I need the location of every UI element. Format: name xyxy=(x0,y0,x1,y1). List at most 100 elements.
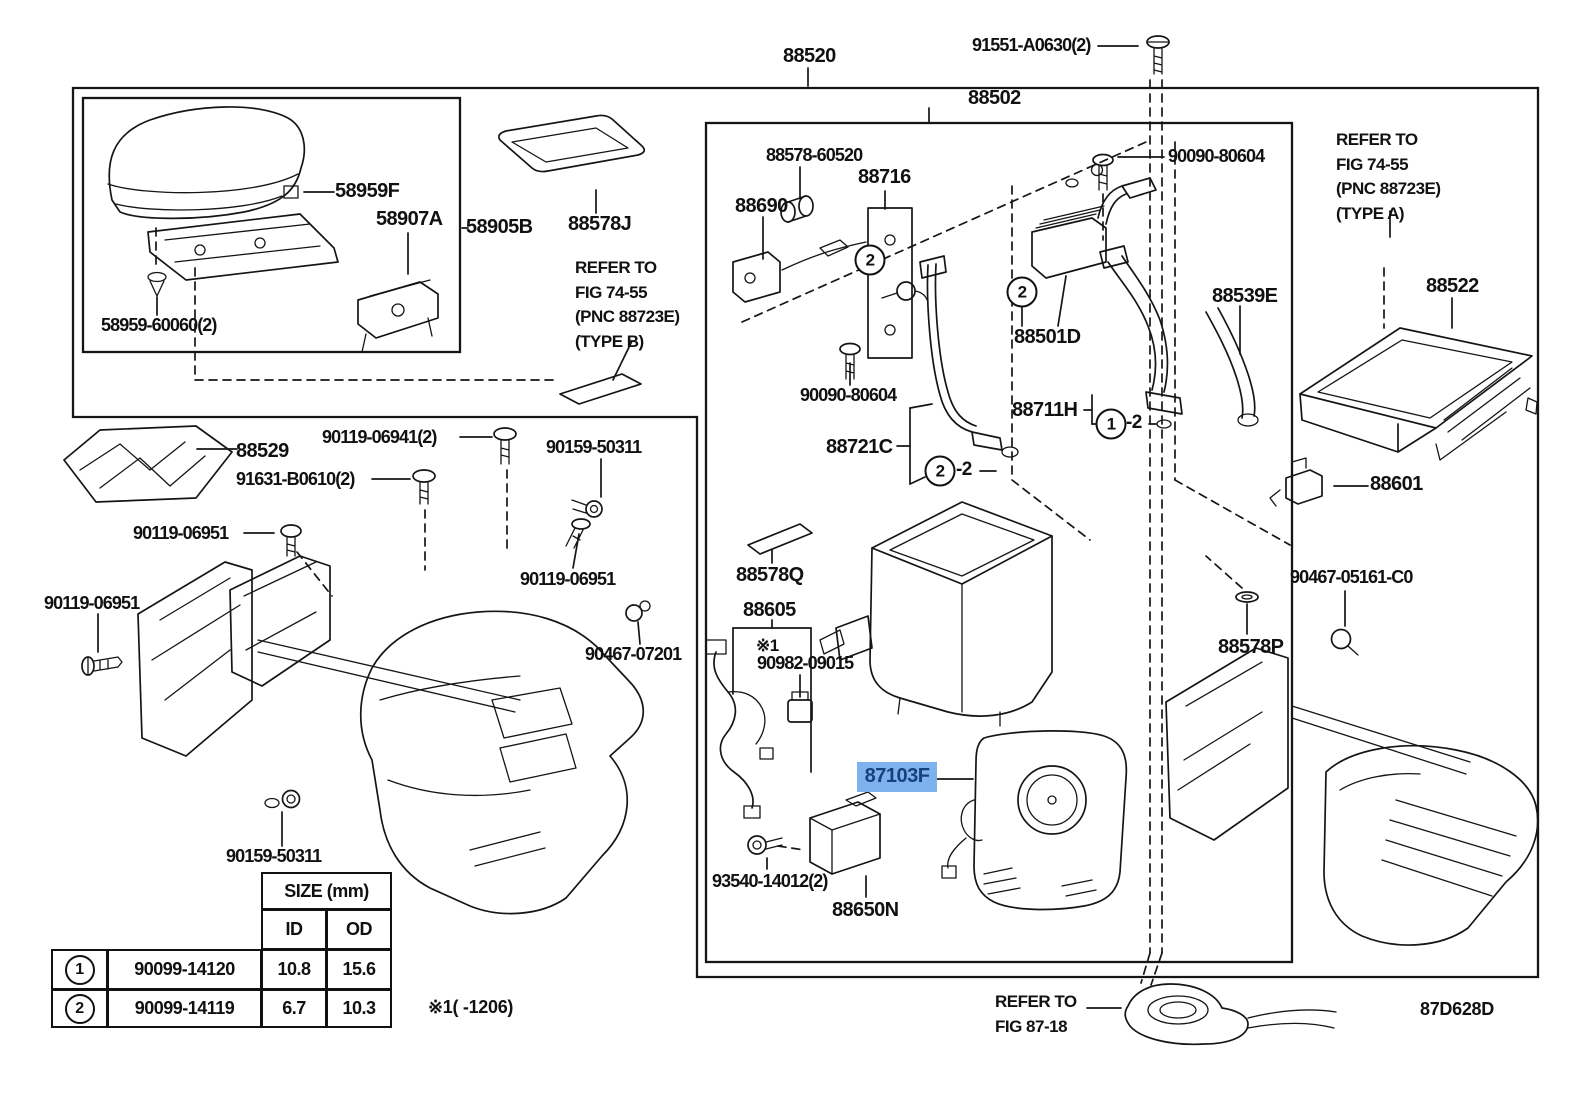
part-label-88601[interactable]: 88601 xyxy=(1370,473,1423,495)
connector-88690-drawing xyxy=(732,239,867,303)
part-label-88578Q[interactable]: 88578Q xyxy=(736,564,804,586)
screw-90119-06951-a-drawing xyxy=(280,524,302,557)
console-body-drawing xyxy=(359,610,645,915)
size-table-col-id: ID xyxy=(261,909,327,950)
leader-lines xyxy=(97,45,1453,1009)
screw-90090-a-drawing xyxy=(1092,153,1114,191)
part-label-88716[interactable]: 88716 xyxy=(858,166,911,188)
size-table-id-row1: 10.8 xyxy=(261,949,327,990)
armrest-lid-drawing xyxy=(107,106,306,220)
rear-console-frame-drawing xyxy=(1165,647,1471,841)
part-label-90119-06941(2)[interactable]: 90119-06941(2) xyxy=(322,427,437,447)
part-label-88578J[interactable]: 88578J xyxy=(568,213,632,235)
size-table-id-row2: 6.7 xyxy=(261,989,327,1028)
hose-88711H-drawing xyxy=(1099,245,1183,429)
part-label-88650N[interactable]: 88650N xyxy=(832,899,899,921)
fuse-90982-09015-drawing xyxy=(787,691,813,723)
callout-2-a: 2 xyxy=(854,244,886,276)
part-label-90090-80604-a[interactable]: 90090-80604 xyxy=(1168,146,1265,166)
part-label-91631-B0610(2)[interactable]: 91631-B0610(2) xyxy=(236,469,355,489)
part-label-90159-50311-b[interactable]: 90159-50311 xyxy=(226,846,322,866)
part-label-88501D[interactable]: 88501D xyxy=(1014,326,1081,348)
screw-91551-drawing xyxy=(1146,35,1170,75)
seal-ring-88578J-drawing xyxy=(498,114,646,173)
part-label-90090-80604-b[interactable]: 90090-80604 xyxy=(800,385,897,405)
part-label-90982-09015[interactable]: 90982-09015 xyxy=(757,653,854,673)
pocket-87103F-drawing xyxy=(941,730,1128,911)
refer-note-fig-87-18: REFER TO FIG 87-18 xyxy=(995,992,1077,1036)
part-label-58905B[interactable]: 58905B xyxy=(466,216,533,238)
part-label-58959F[interactable]: 58959F xyxy=(335,180,400,202)
size-table-marker-row1: 1 xyxy=(51,949,108,990)
armrest-hinge-frame-drawing xyxy=(147,185,339,281)
callout-1: 1 xyxy=(1095,408,1127,440)
part-label-88578P[interactable]: 88578P xyxy=(1218,636,1284,658)
size-table-part-row1: 90099-14120 xyxy=(107,949,262,990)
part-label-90467-05161-C0[interactable]: 90467-05161-C0 xyxy=(1290,567,1413,587)
screw-90119-06951-c-drawing xyxy=(81,656,123,676)
part-label-91551-A0630(2)[interactable]: 91551-A0630(2) xyxy=(972,35,1091,55)
tray-88522-drawing xyxy=(1299,327,1538,461)
part-label-88690[interactable]: 88690 xyxy=(735,195,788,217)
wire-harness-88605-drawing xyxy=(705,639,774,819)
diagram-code: 87D628D xyxy=(1420,999,1494,1019)
pushpin-screw-58959-60060 xyxy=(147,271,167,297)
part-label-88539E[interactable]: 88539E xyxy=(1212,285,1278,307)
size-table-title: SIZE (mm) xyxy=(261,872,392,910)
screw-91631-drawing xyxy=(412,469,436,505)
size-table-marker-row2: 2 xyxy=(51,989,108,1028)
shift-boot-drawing xyxy=(1124,983,1337,1046)
sticker-type-b-drawing xyxy=(559,373,642,405)
part-label-90119-06951-b[interactable]: 90119-06951 xyxy=(520,569,616,589)
size-table-part-row2: 90099-14119 xyxy=(107,989,262,1028)
armrest-sub-box xyxy=(81,96,462,354)
size-table-od-row2: 10.3 xyxy=(326,989,392,1028)
lock-mechanism-58907A-drawing xyxy=(357,279,439,353)
part-label-90467-07201[interactable]: 90467-07201 xyxy=(585,644,682,664)
screw-90119-06941-drawing xyxy=(493,427,517,465)
grommet-90467-05161-drawing xyxy=(1330,628,1359,656)
hose-88539E-drawing xyxy=(1205,307,1259,427)
cylinder-88578-60520-drawing xyxy=(780,195,814,223)
console-sub-box-88502 xyxy=(704,121,1294,964)
screw-90119-06951-b-drawing xyxy=(565,518,591,549)
size-table-col-od: OD xyxy=(326,909,392,950)
footnote-1206: ※1( -1206) xyxy=(428,997,514,1017)
washer-88578P-drawing xyxy=(1235,591,1259,603)
part-label-88529[interactable]: 88529 xyxy=(236,440,289,462)
circled-marker-1: 1 xyxy=(64,954,95,985)
sticker-88578Q-drawing xyxy=(747,523,813,555)
part-label-88502[interactable]: 88502 xyxy=(968,87,1021,109)
part-label-88522[interactable]: 88522 xyxy=(1426,275,1479,297)
size-table-od-row1: 15.6 xyxy=(326,949,392,990)
console-box-body-drawing xyxy=(819,501,1053,727)
clip-88601-drawing xyxy=(1269,457,1323,507)
circled-marker-2: 2 xyxy=(64,993,95,1024)
callout-2-c: 2 xyxy=(924,455,956,487)
part-label-90119-06951-a[interactable]: 90119-06951 xyxy=(133,523,229,543)
part-label-88578-60520[interactable]: 88578-60520 xyxy=(766,145,863,165)
part-label-87103F[interactable]: 87103F xyxy=(857,762,937,792)
callout-2-b: 2 xyxy=(1006,276,1038,308)
part-label-93540-14012(2)[interactable]: 93540-14012(2) xyxy=(712,871,828,891)
part-label-90119-06951-c[interactable]: 90119-06951 xyxy=(44,593,140,613)
part-label-88721C[interactable]: 88721C xyxy=(826,436,893,458)
part-label-88605[interactable]: 88605 xyxy=(743,599,796,621)
part-label-58907A[interactable]: 58907A xyxy=(376,208,443,230)
refer-note-fig-74-55-type-b: REFER TO FIG 74-55 (PNC 88723E) (TYPE B) xyxy=(575,258,680,351)
part-label-58959-60060(2)[interactable]: 58959-60060(2) xyxy=(101,315,217,335)
pipe-88721C-drawing xyxy=(881,255,1019,458)
bracket-88716-drawing xyxy=(867,207,913,359)
part-label-88711H[interactable]: 88711H xyxy=(1012,399,1078,421)
console-front-frame-drawing xyxy=(137,555,521,757)
bolt-90159-a-drawing xyxy=(571,499,603,518)
note-ref-1: ※1 xyxy=(756,636,779,655)
part-label-88520[interactable]: 88520 xyxy=(783,45,836,67)
cooler-88501D-drawing xyxy=(1031,163,1157,279)
nut-90467-07201-drawing xyxy=(625,600,651,622)
part-label-90159-50311-a[interactable]: 90159-50311 xyxy=(546,437,642,457)
